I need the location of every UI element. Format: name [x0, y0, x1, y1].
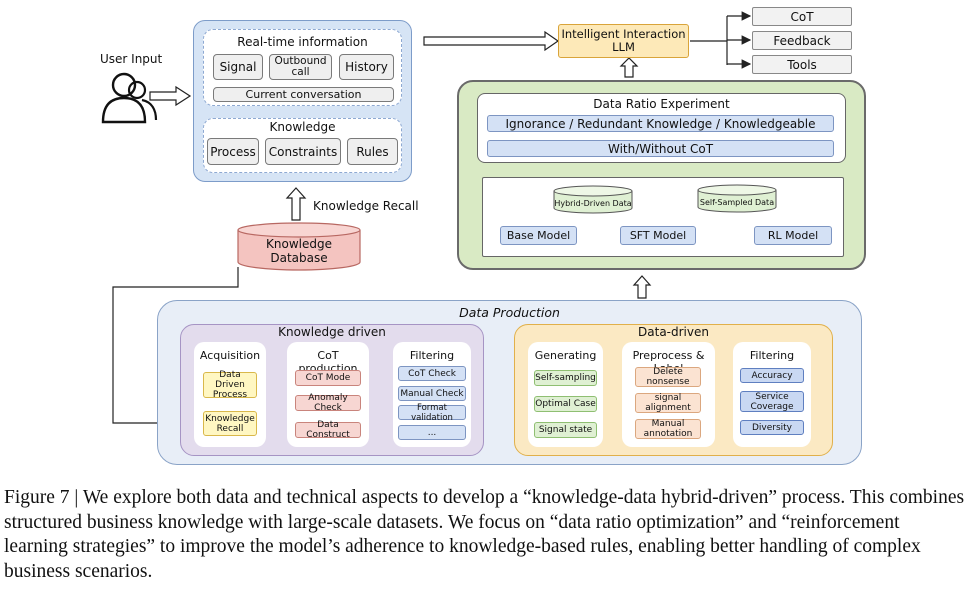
signal-alignment-chip: signal alignment [635, 393, 701, 413]
experiment-to-llm-arrow [619, 57, 639, 78]
knowledge-recall-arrow [285, 187, 307, 221]
user-to-realtime-arrow [149, 85, 192, 107]
delete-nonsense-chip: Delete nonsense [635, 367, 701, 387]
knowledge-database-label: Knowledge Database [266, 237, 332, 265]
data-driven-title: Data-driven [638, 325, 709, 339]
hybrid-data-cylinder [553, 185, 633, 214]
self-sampling-chip: Self-sampling [534, 370, 597, 386]
data-ratio-row-knowledge: Ignorance / Redundant Knowledge / Knowle… [487, 115, 834, 132]
acquisition-title: Acquisition [199, 349, 261, 362]
anomaly-check-chip: Anomaly Check [295, 393, 361, 413]
knowledge-recall-chip: Knowledge Recall [203, 411, 257, 436]
signal-chip: Signal [213, 54, 263, 80]
optimal-case-chip: Optimal Case [534, 396, 597, 412]
data-filtering-title: Filtering [749, 349, 795, 362]
knowledge-database-cylinder [237, 222, 361, 271]
data-driven-process-chip: Data Driven Process [203, 370, 257, 400]
process-chip: Process [207, 138, 259, 165]
ellipsis-chip: ... [398, 425, 466, 440]
data-ratio-title: Data Ratio Experiment [593, 97, 730, 111]
current-conversation-chip: Current conversation [213, 87, 394, 102]
production-to-experiment-arrow [632, 275, 652, 299]
rules-chip: Rules [347, 138, 398, 165]
knowledge-filtering-title: Filtering [409, 349, 455, 362]
manual-annotation-chip: Manual annotation [635, 419, 701, 439]
tools-output: Tools [752, 55, 852, 74]
generating-title: Generating [534, 349, 597, 362]
data-ratio-row-cot: With/Without CoT [487, 140, 834, 157]
knowledge-recall-label: Knowledge Recall [313, 199, 419, 213]
knowledge-title: Knowledge [269, 120, 336, 134]
self-sampled-data-label: Self-Sampled Data [699, 197, 775, 207]
outbound-call-chip: Outbound call [269, 54, 332, 80]
data-production-title: Data Production [459, 305, 560, 320]
history-chip: History [339, 54, 394, 80]
user-icon [101, 72, 158, 124]
knowledge-driven-title: Knowledge driven [278, 325, 386, 339]
accuracy-chip: Accuracy [740, 368, 804, 383]
cot-output: CoT [752, 7, 852, 26]
signal-state-chip: Signal state [534, 422, 597, 438]
cot-check-chip: CoT Check [398, 366, 466, 381]
data-construct-chip: Data Construct [295, 420, 361, 440]
training-panel [482, 177, 844, 257]
llm-line2: LLM [612, 40, 635, 54]
llm-to-outputs-line [690, 16, 728, 65]
llm-box: Intelligent Interaction LLM [558, 24, 689, 58]
rl-model-box: RL Model [754, 226, 832, 245]
feedback-output: Feedback [752, 31, 852, 50]
base-model-box: Base Model [500, 226, 577, 245]
service-coverage-chip: Service Coverage [740, 391, 804, 412]
manual-check-chip: Manual Check [398, 386, 466, 401]
cot-mode-chip: CoT Mode [295, 370, 361, 386]
self-sampled-data-cylinder [697, 184, 777, 213]
figure-caption: Figure 7 | We explore both data and tech… [4, 487, 965, 582]
hybrid-data-label: Hybrid-Driven Data [554, 198, 632, 208]
sft-model-box: SFT Model [620, 226, 696, 245]
database-to-recall-line [112, 267, 239, 428]
format-validation-chip: Format validation [398, 403, 466, 423]
realtime-to-llm-arrow [423, 30, 560, 52]
constraints-chip: Constraints [265, 138, 341, 165]
diversity-chip: Diversity [740, 420, 804, 435]
llm-line1: Intelligent Interaction [561, 27, 686, 41]
user-input-label: User Input [100, 52, 163, 66]
realtime-info-title: Real-time information [237, 35, 368, 49]
